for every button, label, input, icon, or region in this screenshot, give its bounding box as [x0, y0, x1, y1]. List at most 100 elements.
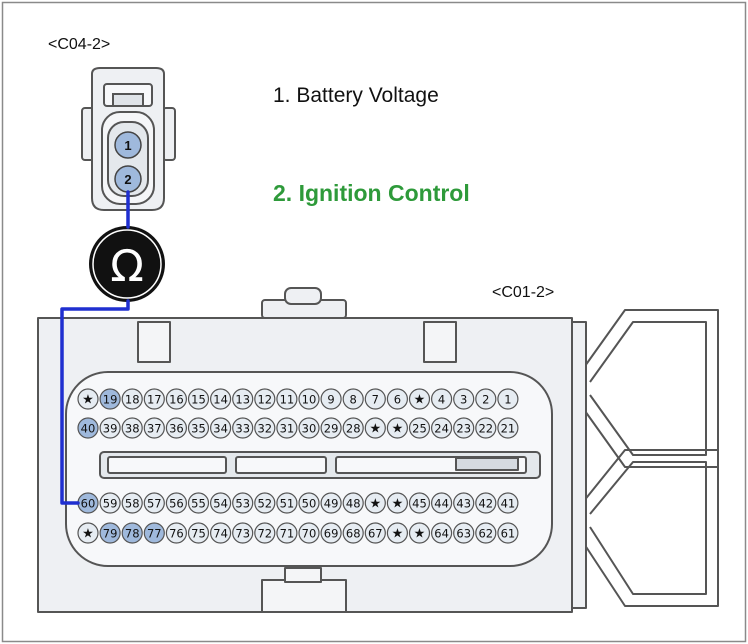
- pin-36: 36: [165, 417, 187, 439]
- svg-text:32: 32: [257, 422, 272, 436]
- svg-text:2: 2: [124, 172, 131, 187]
- svg-text:★: ★: [414, 527, 426, 542]
- pin-43: 43: [453, 492, 475, 514]
- svg-text:1: 1: [504, 393, 511, 407]
- connector-c04-label: <C04-2>: [48, 36, 111, 53]
- wire-path: [60, 190, 130, 505]
- pin-19: 19: [99, 388, 121, 410]
- svg-text:14: 14: [213, 393, 228, 407]
- svg-text:30: 30: [302, 422, 317, 436]
- pin-52: 52: [254, 492, 276, 514]
- svg-text:55: 55: [191, 497, 206, 511]
- pin-53: 53: [232, 492, 254, 514]
- pin-blank: ★: [77, 388, 99, 410]
- pin-21: 21: [497, 417, 519, 439]
- svg-text:43: 43: [456, 497, 471, 511]
- svg-text:42: 42: [478, 497, 493, 511]
- pin-61: 61: [497, 522, 519, 544]
- svg-text:51: 51: [280, 497, 295, 511]
- pin-35: 35: [187, 417, 210, 439]
- pin-42: 42: [475, 492, 497, 514]
- pin-17: 17: [143, 388, 165, 410]
- pin-blank: ★: [386, 417, 408, 439]
- pin-67: 67: [364, 522, 386, 544]
- svg-text:79: 79: [103, 527, 118, 541]
- svg-text:38: 38: [125, 422, 140, 436]
- pin-55: 55: [187, 492, 210, 514]
- svg-text:2: 2: [482, 393, 489, 407]
- pin-49: 49: [320, 492, 342, 514]
- pin-38: 38: [121, 417, 143, 439]
- svg-text:53: 53: [235, 497, 250, 511]
- pin-40: 40: [77, 417, 99, 439]
- pin-25: 25: [408, 417, 431, 439]
- pin-12: 12: [254, 388, 276, 410]
- svg-text:4: 4: [438, 393, 445, 407]
- pin-blank: ★: [408, 388, 431, 410]
- svg-text:44: 44: [434, 497, 449, 511]
- svg-text:69: 69: [324, 527, 339, 541]
- svg-text:18: 18: [125, 393, 140, 407]
- pin-9: 9: [320, 388, 342, 410]
- svg-text:52: 52: [257, 497, 272, 511]
- svg-text:41: 41: [501, 497, 516, 511]
- svg-text:36: 36: [169, 422, 184, 436]
- pin-39: 39: [99, 417, 121, 439]
- pin-62: 62: [475, 522, 497, 544]
- pin-33: 33: [232, 417, 254, 439]
- pin-79: 79: [99, 522, 121, 544]
- svg-text:6: 6: [394, 393, 401, 407]
- pin-48: 48: [342, 492, 364, 514]
- svg-text:77: 77: [147, 527, 162, 541]
- pin-54: 54: [210, 492, 232, 514]
- svg-text:11: 11: [280, 393, 295, 407]
- svg-text:25: 25: [412, 422, 427, 436]
- pin-6: 6: [386, 388, 408, 410]
- pin-13: 13: [232, 388, 254, 410]
- pin-30: 30: [298, 417, 320, 439]
- svg-text:71: 71: [280, 527, 295, 541]
- svg-text:72: 72: [257, 527, 272, 541]
- svg-text:54: 54: [213, 497, 228, 511]
- pin-76: 76: [165, 522, 187, 544]
- pin-73: 73: [232, 522, 254, 544]
- svg-text:17: 17: [147, 393, 162, 407]
- svg-text:64: 64: [434, 527, 449, 541]
- pin-50: 50: [298, 492, 320, 514]
- svg-text:75: 75: [191, 527, 206, 541]
- svg-text:★: ★: [82, 393, 94, 408]
- svg-text:3: 3: [460, 393, 467, 407]
- pin-11: 11: [276, 388, 298, 410]
- svg-text:70: 70: [302, 527, 317, 541]
- svg-text:16: 16: [169, 393, 184, 407]
- svg-text:19: 19: [103, 393, 118, 407]
- svg-text:63: 63: [456, 527, 471, 541]
- pin-29: 29: [320, 417, 342, 439]
- svg-text:67: 67: [368, 527, 383, 541]
- svg-text:22: 22: [478, 422, 493, 436]
- ohmmeter: Ω: [89, 226, 165, 302]
- pin-56: 56: [165, 492, 187, 514]
- pin-34: 34: [210, 417, 232, 439]
- legend-ignition-control: 2. Ignition Control: [273, 180, 470, 206]
- top-pin-2: 2: [114, 165, 142, 193]
- pin-blank: ★: [364, 492, 386, 514]
- pin-blank: ★: [386, 522, 408, 544]
- pin-71: 71: [276, 522, 298, 544]
- pin-32: 32: [254, 417, 276, 439]
- svg-text:76: 76: [169, 527, 184, 541]
- svg-text:56: 56: [169, 497, 184, 511]
- svg-text:48: 48: [346, 497, 361, 511]
- svg-text:★: ★: [369, 497, 381, 512]
- svg-text:12: 12: [257, 393, 272, 407]
- svg-text:61: 61: [501, 527, 516, 541]
- pin-1: 1: [497, 388, 519, 410]
- svg-text:34: 34: [213, 422, 228, 436]
- svg-text:15: 15: [191, 393, 206, 407]
- svg-text:★: ★: [392, 497, 404, 512]
- svg-text:★: ★: [369, 422, 381, 437]
- svg-text:50: 50: [302, 497, 317, 511]
- svg-text:10: 10: [302, 393, 317, 407]
- legend-battery-voltage: 1. Battery Voltage: [273, 84, 439, 107]
